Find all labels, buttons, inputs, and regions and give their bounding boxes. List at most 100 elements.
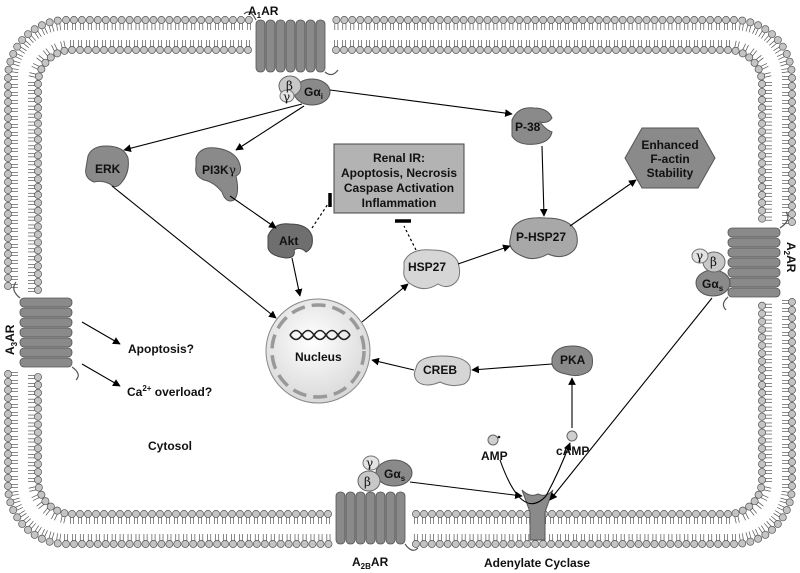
- lipid-head: [268, 540, 277, 548]
- lipid-head: [34, 95, 42, 104]
- lipid-head: [758, 198, 766, 207]
- lipid-head: [690, 16, 699, 24]
- arrow-gs-bottom-ac: [409, 481, 523, 499]
- lipid-head: [116, 46, 124, 54]
- lipid-head: [596, 510, 604, 518]
- lipid-head: [768, 30, 776, 39]
- lipid-head: [758, 135, 766, 144]
- lipid-head: [758, 428, 766, 437]
- lipid-head: [116, 510, 124, 518]
- lipid-head: [788, 162, 796, 170]
- lipid-head: [332, 46, 340, 54]
- lipid-head: [620, 510, 628, 518]
- lipid-head: [586, 16, 595, 24]
- lipid-head: [700, 46, 708, 54]
- lipid-head: [758, 357, 766, 366]
- lipid-head: [284, 510, 292, 518]
- lipid-head: [133, 16, 142, 24]
- phsp27-label: P-HSP27: [516, 230, 566, 244]
- lipid-head: [340, 16, 349, 24]
- renal-ir-line-1: Renal IR:: [373, 151, 425, 165]
- lipid-head: [738, 506, 747, 515]
- lipid-head: [516, 510, 524, 518]
- lipid-head: [435, 540, 444, 548]
- lipid-head: [34, 167, 42, 176]
- lipid-head: [4, 186, 12, 194]
- lipid-head: [141, 540, 150, 548]
- lipid-head: [133, 540, 142, 548]
- lipid-head: [164, 46, 172, 54]
- lipid-head: [420, 510, 428, 518]
- lipid-head: [85, 16, 94, 24]
- lipid-head: [758, 103, 766, 112]
- dna-icon: [289, 329, 351, 341]
- lipid-head: [427, 16, 436, 24]
- lipid-head: [436, 46, 444, 54]
- lipid-head: [758, 111, 766, 120]
- lipid-head: [610, 540, 619, 548]
- lipid-head: [516, 46, 524, 54]
- lipid-head: [758, 309, 766, 318]
- lipid-head: [268, 510, 276, 518]
- lipid-head: [204, 46, 212, 54]
- lipid-head: [165, 540, 174, 548]
- lipid-head: [451, 16, 460, 24]
- lipid-head: [588, 46, 596, 54]
- gs-right-gamma-label: γ: [696, 249, 703, 263]
- lipid-head: [491, 16, 500, 24]
- lipid-head: [34, 127, 42, 136]
- lipid-head: [572, 510, 580, 518]
- lipid-head: [100, 46, 108, 54]
- lipid-head: [572, 46, 580, 54]
- lipid-head: [706, 16, 715, 24]
- lipid-head: [758, 183, 766, 191]
- lipid-head: [676, 46, 684, 54]
- lipid-head: [682, 16, 691, 24]
- lipid-head: [404, 16, 412, 24]
- arrow-amp-camp: [499, 442, 572, 505]
- lipid-head: [761, 530, 770, 539]
- lipid-head: [660, 46, 668, 54]
- lipid-head: [563, 540, 571, 548]
- lipid-head: [4, 154, 12, 162]
- lipid-head: [34, 444, 42, 453]
- lipid-head: [53, 16, 62, 25]
- lipid-head: [604, 510, 612, 518]
- lipid-head: [124, 510, 132, 518]
- lipid-head: [757, 483, 766, 492]
- lipid-head: [34, 428, 42, 437]
- lipid-head: [188, 510, 196, 518]
- lipid-head: [758, 349, 766, 358]
- lipid-head: [788, 74, 796, 82]
- lipid-head: [452, 510, 460, 518]
- lipid-head: [37, 534, 46, 543]
- lipid-head: [125, 540, 134, 548]
- lipid-head: [220, 510, 228, 518]
- lipid-head: [356, 46, 364, 54]
- lipid-head: [750, 497, 759, 506]
- lipid-head: [34, 238, 42, 247]
- hsp27-protein: [403, 249, 461, 290]
- lipid-head: [666, 540, 675, 548]
- lipid-head: [4, 65, 13, 74]
- lipid-head: [738, 49, 747, 58]
- lipid-head: [758, 388, 766, 397]
- lipid-head: [722, 16, 730, 24]
- lipid-head: [189, 16, 198, 24]
- lipid-head: [758, 167, 766, 176]
- lipid-head: [484, 510, 492, 518]
- enhanced-line-2: F-actin: [650, 152, 689, 166]
- lipid-head: [459, 540, 468, 548]
- lipid-head: [596, 46, 604, 54]
- lipid-head: [4, 434, 12, 442]
- lipid-head: [540, 46, 548, 54]
- lipid-head: [722, 540, 730, 548]
- lipid-head: [788, 394, 796, 402]
- lipid-head: [758, 476, 766, 484]
- a3ar-label: A3AR: [3, 324, 19, 355]
- lipid-head: [4, 466, 12, 474]
- lipid-head: [108, 46, 116, 54]
- lipid-head: [628, 46, 636, 54]
- lipid-head: [788, 322, 796, 330]
